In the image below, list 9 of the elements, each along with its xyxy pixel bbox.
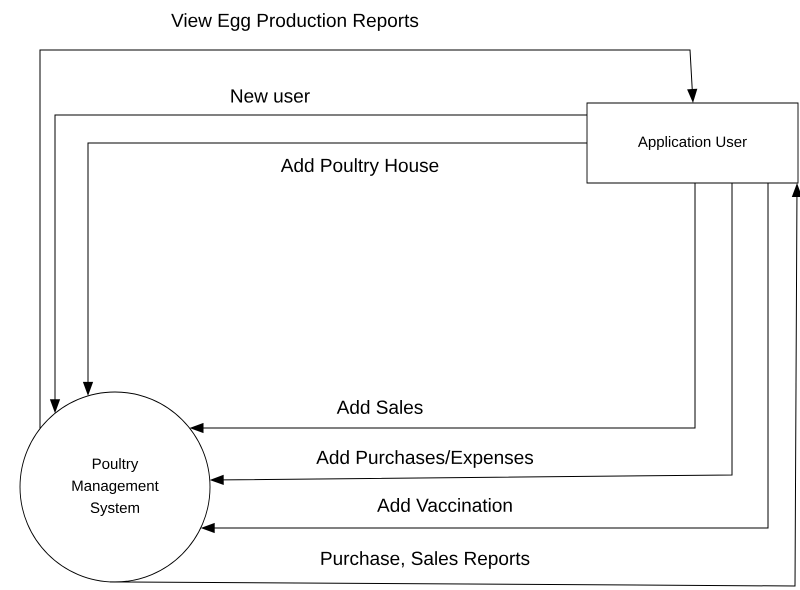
entity-box: Application User xyxy=(586,102,798,184)
arrow xyxy=(40,50,698,430)
edge-label: Add Poultry House xyxy=(280,157,440,177)
edge-label: New user xyxy=(228,88,312,104)
edge-label: Add Sales xyxy=(336,399,424,415)
edge-label: View Egg Production Reports xyxy=(170,12,420,32)
edge-label: Add Vaccination xyxy=(376,497,514,513)
edge-label: Add Purchases/Expenses xyxy=(315,449,535,469)
edge-label: Purchase, Sales Reports xyxy=(318,550,532,570)
